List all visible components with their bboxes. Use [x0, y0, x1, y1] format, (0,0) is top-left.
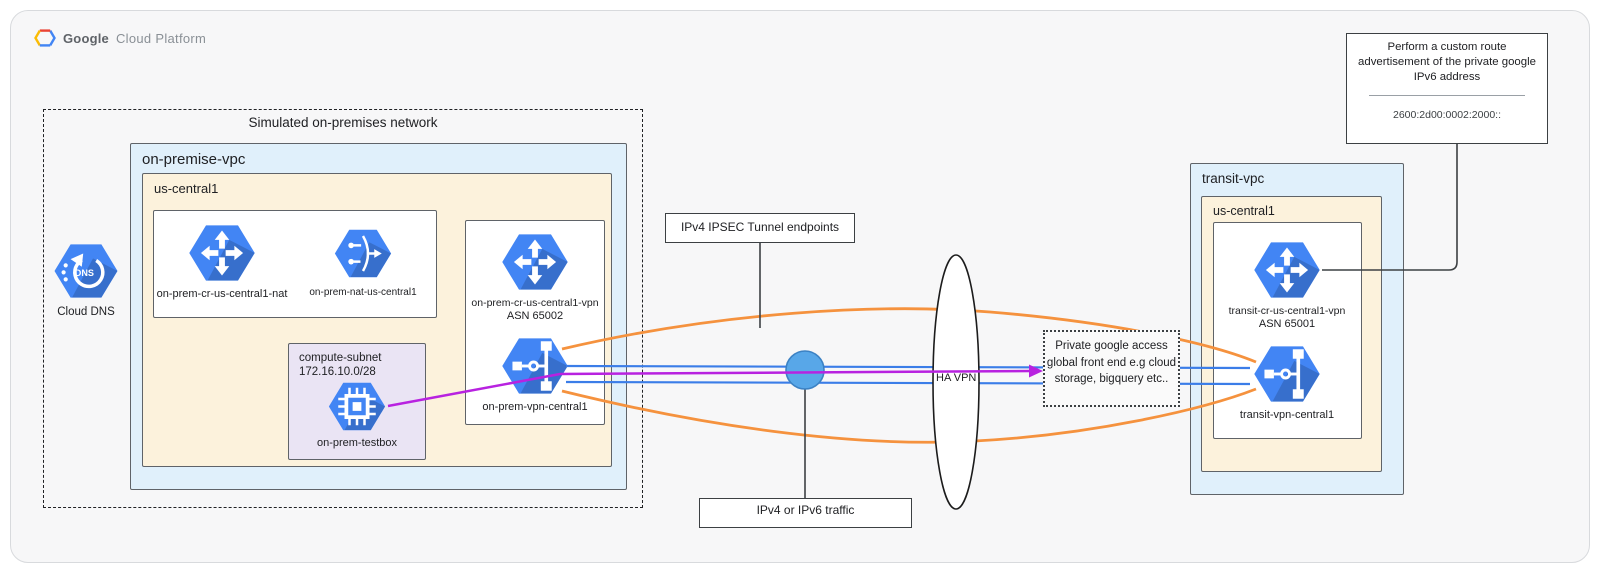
node-label: on-prem-cr-us-central1-nat: [156, 288, 288, 300]
ha-vpn-label: HA VPN: [936, 372, 977, 384]
annotation-ipv6-address: 2600:2d00:0002:2000::: [1392, 109, 1502, 122]
node-label: on-prem-testbox: [316, 437, 398, 449]
boundary-title: Simulated on-premises network: [248, 115, 438, 130]
node-transit-cr: transit-cr-us-central1-vpn ASN 65001: [1214, 238, 1360, 332]
node-onprem-nat: on-prem-nat-us-central1: [298, 226, 428, 300]
custom-route-annotation: Perform a custom route advertisement of …: [1346, 33, 1548, 144]
onprem-vpc-label: on-premise-vpc: [142, 151, 246, 168]
annotation-divider: [1369, 95, 1525, 97]
logo-cloud-platform-text: Cloud Platform: [115, 30, 207, 46]
node-onprem-vpn-gateway: on-prem-vpn-central1: [463, 334, 607, 415]
cloud-router-icon: [185, 221, 259, 285]
ipsec-endpoints-label: IPv4 IPSEC Tunnel endpoints: [680, 220, 840, 234]
node-sublabel: ASN 65002: [506, 310, 564, 323]
node-onprem-cr-nat: on-prem-cr-us-central1-nat: [147, 221, 297, 302]
cloud-vpn-icon: [1250, 342, 1324, 406]
logo-google-text: Google: [63, 30, 109, 46]
node-label: on-prem-cr-us-central1-vpn: [471, 297, 599, 309]
traffic-label: IPv4 or IPv6 traffic: [756, 503, 855, 517]
cloud-router-icon: [498, 230, 572, 294]
node-onprem-cr-vpn: on-prem-cr-us-central1-vpn ASN 65002: [463, 230, 607, 324]
node-label: on-prem-vpn-central1: [482, 401, 588, 413]
private-google-access-box: Private google access global front end e…: [1043, 330, 1180, 407]
gcp-logo: Google Cloud Platform: [34, 28, 206, 48]
node-label: Cloud DNS: [57, 306, 115, 318]
node-label: transit-vpn-central1: [1239, 409, 1335, 421]
subnet-name: compute-subnet: [299, 352, 382, 364]
node-label: on-prem-nat-us-central1: [309, 287, 417, 298]
onprem-region-label: us-central1: [154, 181, 219, 196]
cloud-router-icon: [1250, 238, 1324, 302]
node-sublabel: ASN 65001: [1258, 318, 1316, 331]
gcp-hexagon-logo-icon: [34, 29, 56, 47]
transit-vpc-label: transit-vpc: [1202, 171, 1265, 186]
node-onprem-testbox: on-prem-testbox: [290, 379, 424, 451]
traffic-callout: IPv4 or IPv6 traffic: [699, 498, 912, 528]
node-label: transit-cr-us-central1-vpn: [1228, 305, 1346, 317]
ipsec-endpoints-callout: IPv4 IPSEC Tunnel endpoints: [665, 213, 855, 243]
node-transit-vpn-gateway: transit-vpn-central1: [1214, 342, 1360, 423]
compute-engine-icon: [325, 379, 389, 434]
subnet-cidr: 172.16.10.0/28: [299, 366, 376, 378]
cloud-dns-icon: [51, 240, 121, 302]
transit-region-label: us-central1: [1213, 204, 1275, 218]
private-google-access-label: Private google access global front end e…: [1046, 340, 1177, 386]
cloud-vpn-icon: [498, 334, 572, 398]
annotation-title: Perform a custom route advertisement of …: [1358, 41, 1536, 84]
node-cloud-dns: Cloud DNS: [16, 240, 156, 319]
cloud-nat-icon: [331, 226, 395, 281]
